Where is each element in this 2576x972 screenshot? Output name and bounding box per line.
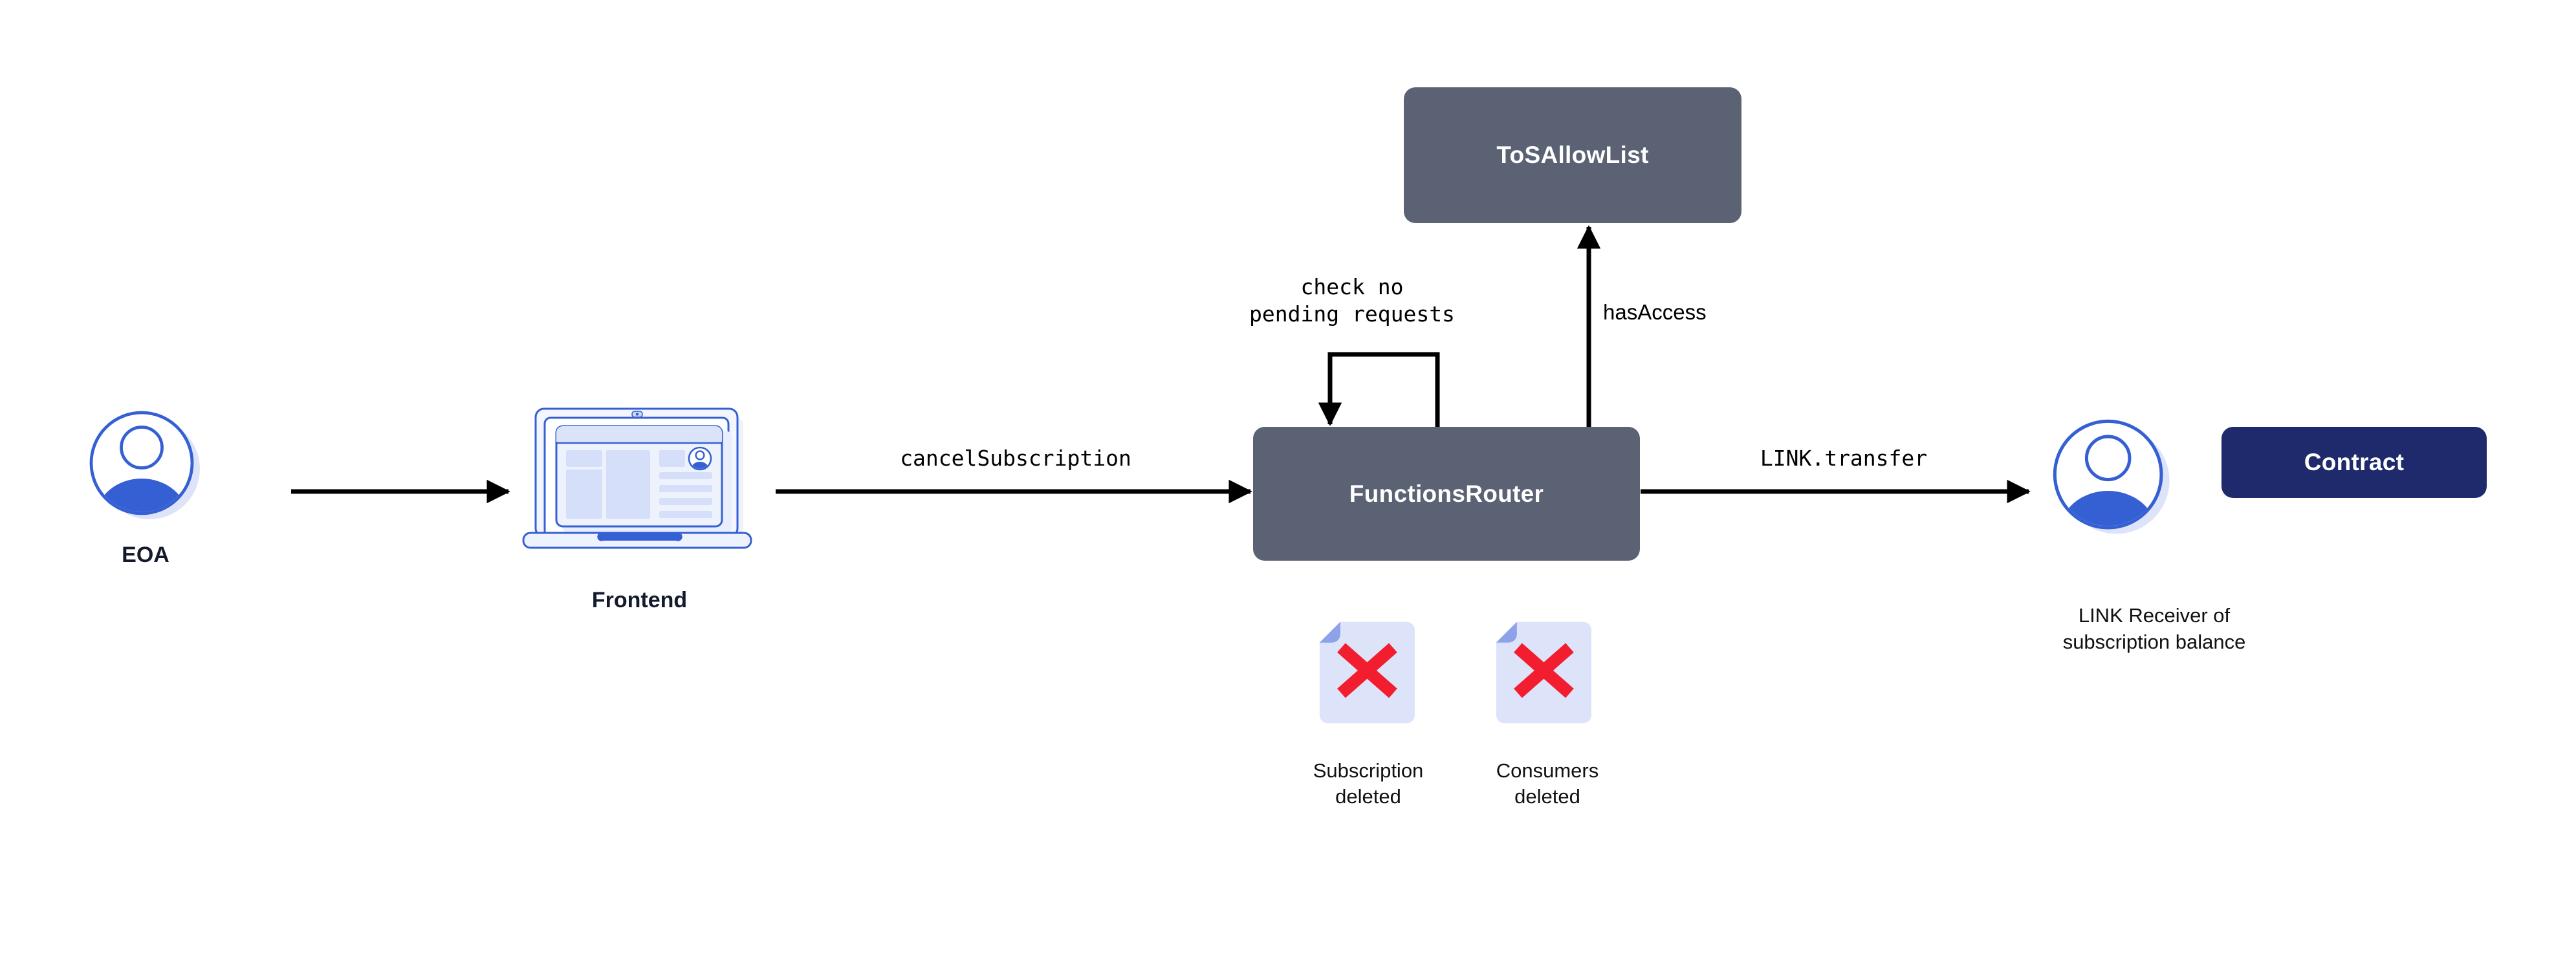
edge-label-check-no-pending-requests: check no pending requests	[1249, 274, 1455, 327]
node-functions-router-label: FunctionsRouter	[1349, 480, 1544, 507]
node-link-receiver[interactable]	[2051, 417, 2174, 543]
edge-label-has-access: hasAccess	[1603, 300, 1707, 324]
node-link-receiver-label: LINK Receiver of subscription balance	[2062, 604, 2246, 653]
artifact-subscription-deleted-caption: Subscription deleted	[1313, 759, 1424, 808]
node-contract-label: Contract	[2304, 449, 2405, 475]
document-deleted-icon	[1496, 621, 1591, 724]
node-contract[interactable]: Contract	[2221, 427, 2487, 498]
node-eoa-label: EOA	[122, 543, 169, 567]
node-tos-allow-list-label: ToSAllowList	[1496, 142, 1649, 168]
user-avatar-icon	[89, 411, 200, 519]
user-avatar-icon	[2053, 419, 2170, 534]
edge-router-self-loop	[1318, 352, 1440, 427]
artifact-subscription-deleted	[1311, 616, 1425, 733]
node-frontend-label: Frontend	[591, 588, 688, 612]
node-frontend[interactable]: Frontend	[516, 402, 763, 613]
edge-label-link-transfer: LINK.transfer	[1760, 446, 1928, 471]
node-functions-router[interactable]: FunctionsRouter	[1253, 427, 1640, 561]
laptop-icon	[522, 407, 752, 549]
artifact-consumers-deleted-caption: Consumers deleted	[1496, 759, 1599, 808]
node-tos-allow-list[interactable]: ToSAllowList	[1404, 87, 1741, 223]
artifact-consumers-deleted	[1488, 616, 1602, 733]
document-deleted-icon	[1319, 621, 1415, 724]
edge-label-cancel-subscription: cancelSubscription	[900, 446, 1131, 471]
node-eoa[interactable]: EOA	[87, 409, 204, 568]
